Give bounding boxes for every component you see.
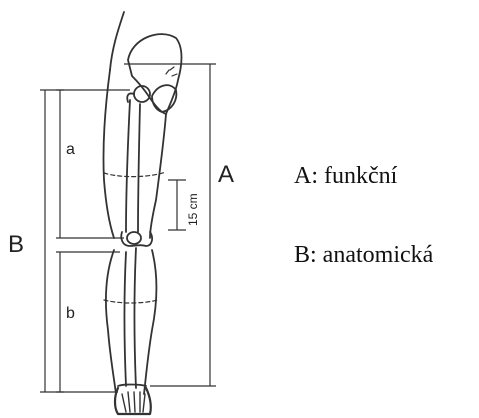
pelvis-bone: [128, 34, 182, 114]
caption-anatomical: B: anatomická: [294, 243, 433, 267]
ankle: [118, 385, 146, 387]
label-b: b: [66, 305, 75, 322]
tibia: [135, 248, 137, 388]
sacrum-marks: [166, 67, 177, 76]
femur-shaft-medial: [138, 104, 140, 232]
calf-outer-contour: [106, 250, 116, 394]
patella: [127, 232, 141, 244]
waist-contour: [110, 12, 124, 70]
label-a: a: [66, 141, 75, 158]
calf-inner-contour: [144, 250, 157, 394]
foot: [115, 388, 151, 414]
leg-skeleton-drawing: [103, 12, 181, 414]
thigh-dashed-line: [104, 172, 166, 177]
label-B: B: [8, 231, 24, 258]
label-15cm: 15 cm: [186, 193, 200, 226]
thigh-outer-contour: [103, 70, 114, 238]
fibula: [125, 252, 127, 386]
femur-shaft-lateral: [126, 100, 130, 232]
measurement-lines: [40, 64, 216, 392]
calf-dashed-line: [104, 300, 158, 303]
thigh-inner-contour: [150, 114, 166, 238]
caption-functional: A: funkční: [294, 164, 397, 188]
label-A: A: [218, 161, 234, 188]
foot-bones: [122, 392, 145, 412]
